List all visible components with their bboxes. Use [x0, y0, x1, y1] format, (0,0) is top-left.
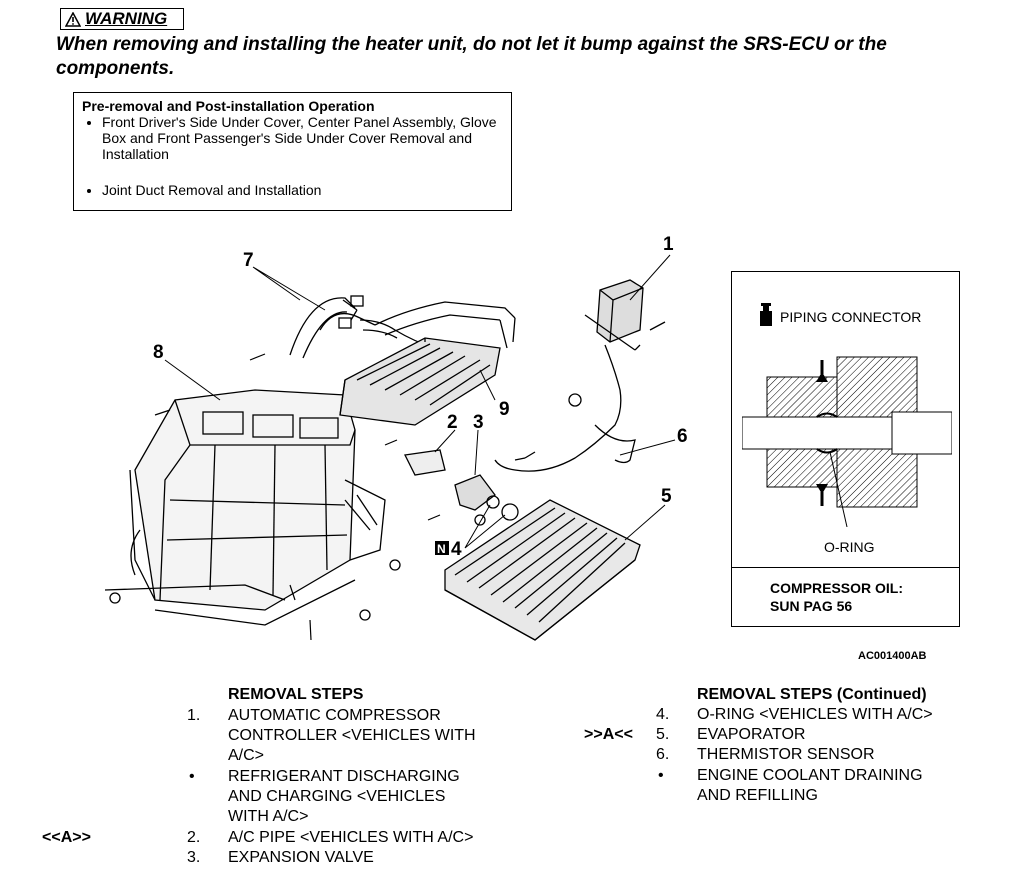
heater-unit-exploded-diagram: 1 2 3 5 6 7 8 9 N 4 [104, 234, 688, 641]
figure-code: AC001400AB [858, 650, 927, 662]
step-text: AUTOMATIC COMPRESSOR CONTROLLER <VEHICLE… [228, 706, 476, 766]
step-text: O-RING <VEHICLES WITH A/C> [697, 706, 933, 723]
evaporator [444, 499, 641, 641]
nut [109, 592, 121, 604]
callout-4: 4 [451, 539, 462, 560]
compressor-oil-label: COMPRESSOR OIL: SUN PAG 56 [770, 579, 903, 615]
removal-steps-title: REMOVAL STEPS [228, 686, 364, 703]
n-badge [435, 541, 449, 555]
heater-core [339, 301, 516, 426]
heater-unit-housing [104, 389, 386, 626]
o-ring-cross-section [742, 356, 952, 527]
step-text: REFRIGERANT DISCHARGING AND CHARGING <VE… [228, 767, 460, 827]
nut [359, 609, 371, 621]
step-line: AUTOMATIC COMPRESSOR [228, 707, 441, 724]
step-num: 4. [656, 706, 670, 723]
compressor-controller [494, 279, 666, 472]
pre-removal-item: Joint Duct Removal and Installation [102, 182, 503, 198]
warning-tag: WARNING [60, 8, 184, 30]
step-bullet: • [189, 768, 195, 785]
callout-1: 1 [663, 234, 674, 255]
nut [389, 559, 401, 571]
callout-8: 8 [153, 342, 164, 363]
step-line: CONTROLLER <VEHICLES WITH [228, 727, 476, 744]
step-line: ENGINE COOLANT DRAINING [697, 767, 923, 784]
thermistor-sensor [514, 451, 536, 461]
procedure-marker: >>A<< [584, 726, 633, 743]
step-num: 3. [187, 849, 201, 866]
inset-illustration-panel: PIPING CONNECTOR O-RING [732, 272, 959, 568]
screws [154, 353, 441, 641]
o-ring-label: O-RING [824, 539, 875, 555]
step-text: EVAPORATOR [697, 726, 806, 743]
callout-5: 5 [661, 486, 672, 507]
oil-line-1: COMPRESSOR OIL: [770, 580, 904, 596]
piping-connector-label: PIPING CONNECTOR [780, 309, 922, 325]
piping-connector-icon [760, 303, 772, 326]
callout-3: 3 [473, 412, 484, 433]
pre-removal-box: Pre-removal and Post-installation Operat… [73, 92, 512, 211]
step-num: 2. [187, 829, 201, 846]
step-line: AND CHARGING <VEHICLES [228, 788, 446, 805]
step-num: 5. [656, 726, 670, 743]
warning-text: When removing and installing the heater … [56, 34, 887, 79]
step-line: AND REFILLING [697, 787, 818, 804]
expansion-valve [404, 449, 519, 526]
leader-lines [164, 254, 676, 549]
step-text: ENGINE COOLANT DRAINING AND REFILLING [697, 766, 923, 806]
step-text: A/C PIPE <VEHICLES WITH A/C> [228, 829, 474, 846]
step-num: 6. [656, 746, 670, 763]
step-line: A/C> [228, 747, 265, 764]
callout-2: 2 [447, 412, 458, 433]
n-badge-text: N [437, 542, 446, 556]
warning-triangle-icon [64, 11, 82, 27]
pre-removal-list: Front Driver's Side Under Cover, Center … [82, 114, 503, 198]
callout-9: 9 [499, 399, 510, 420]
step-line: WITH A/C> [228, 808, 309, 825]
callout-7: 7 [243, 250, 254, 271]
warning-tag-text: WARNING [85, 9, 168, 28]
oil-line-2: SUN PAG 56 [770, 598, 853, 614]
piping-connector-inset: PIPING CONNECTOR O-RING COMPRESSOR OIL: … [731, 271, 960, 627]
step-text: THERMISTOR SENSOR [697, 746, 875, 763]
ac-pipes [289, 295, 436, 359]
removal-steps-heading: REMOVAL STEPS [228, 685, 363, 705]
removal-steps-continued-title: REMOVAL STEPS (Continued) [697, 686, 927, 703]
step-text: EXPANSION VALVE [228, 849, 374, 866]
pre-removal-title: Pre-removal and Post-installation Operat… [82, 98, 375, 114]
procedure-marker: <<A>> [42, 829, 91, 846]
step-num: 1. [187, 707, 201, 724]
step-bullet: • [658, 767, 664, 784]
callout-6: 6 [677, 426, 688, 447]
removal-steps-continued-heading: REMOVAL STEPS (Continued) [697, 685, 927, 705]
pre-removal-item: Front Driver's Side Under Cover, Center … [102, 114, 512, 162]
step-line: REFRIGERANT DISCHARGING [228, 768, 460, 785]
